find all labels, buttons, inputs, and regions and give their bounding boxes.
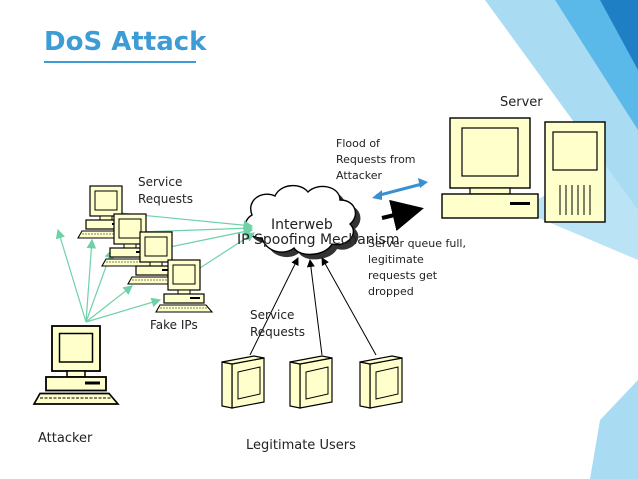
legit-arrows <box>249 257 377 356</box>
title-underline <box>44 61 196 63</box>
slide-title: DoS Attack <box>44 27 207 57</box>
cloud-icon <box>244 185 361 260</box>
flood-arrow-black <box>381 199 424 232</box>
attacker-pc-icon <box>33 325 119 405</box>
server-tower-icon <box>544 121 606 223</box>
service-requests-top-label: Service Requests <box>138 175 193 206</box>
server-pc-icon <box>441 117 539 219</box>
server-label: Server <box>500 95 543 110</box>
legit-user-mac-icon <box>221 355 265 409</box>
decor-triangle-bottom <box>590 380 638 479</box>
legit-user-mac-icon <box>359 355 403 409</box>
ip-spoofing-label: IP Spoofing Mechanism <box>237 232 400 248</box>
flood-arrow-blue <box>375 182 423 198</box>
legit-users-label: Legitimate Users <box>246 438 356 453</box>
decor-triangle-mid <box>555 0 638 130</box>
cloud-label: Interweb <box>271 217 333 233</box>
attacker-label: Attacker <box>38 431 93 446</box>
service-requests-bottom-label: Service Requests <box>250 308 305 339</box>
decor-triangle-dark <box>600 0 638 70</box>
fake-ips-label: Fake IPs <box>150 318 198 332</box>
legit-user-mac-icon <box>289 355 333 409</box>
flood-label: Flood of Requests from Attacker <box>336 137 416 182</box>
queue-full-label: Server queue full, legitimate requests g… <box>368 237 466 298</box>
